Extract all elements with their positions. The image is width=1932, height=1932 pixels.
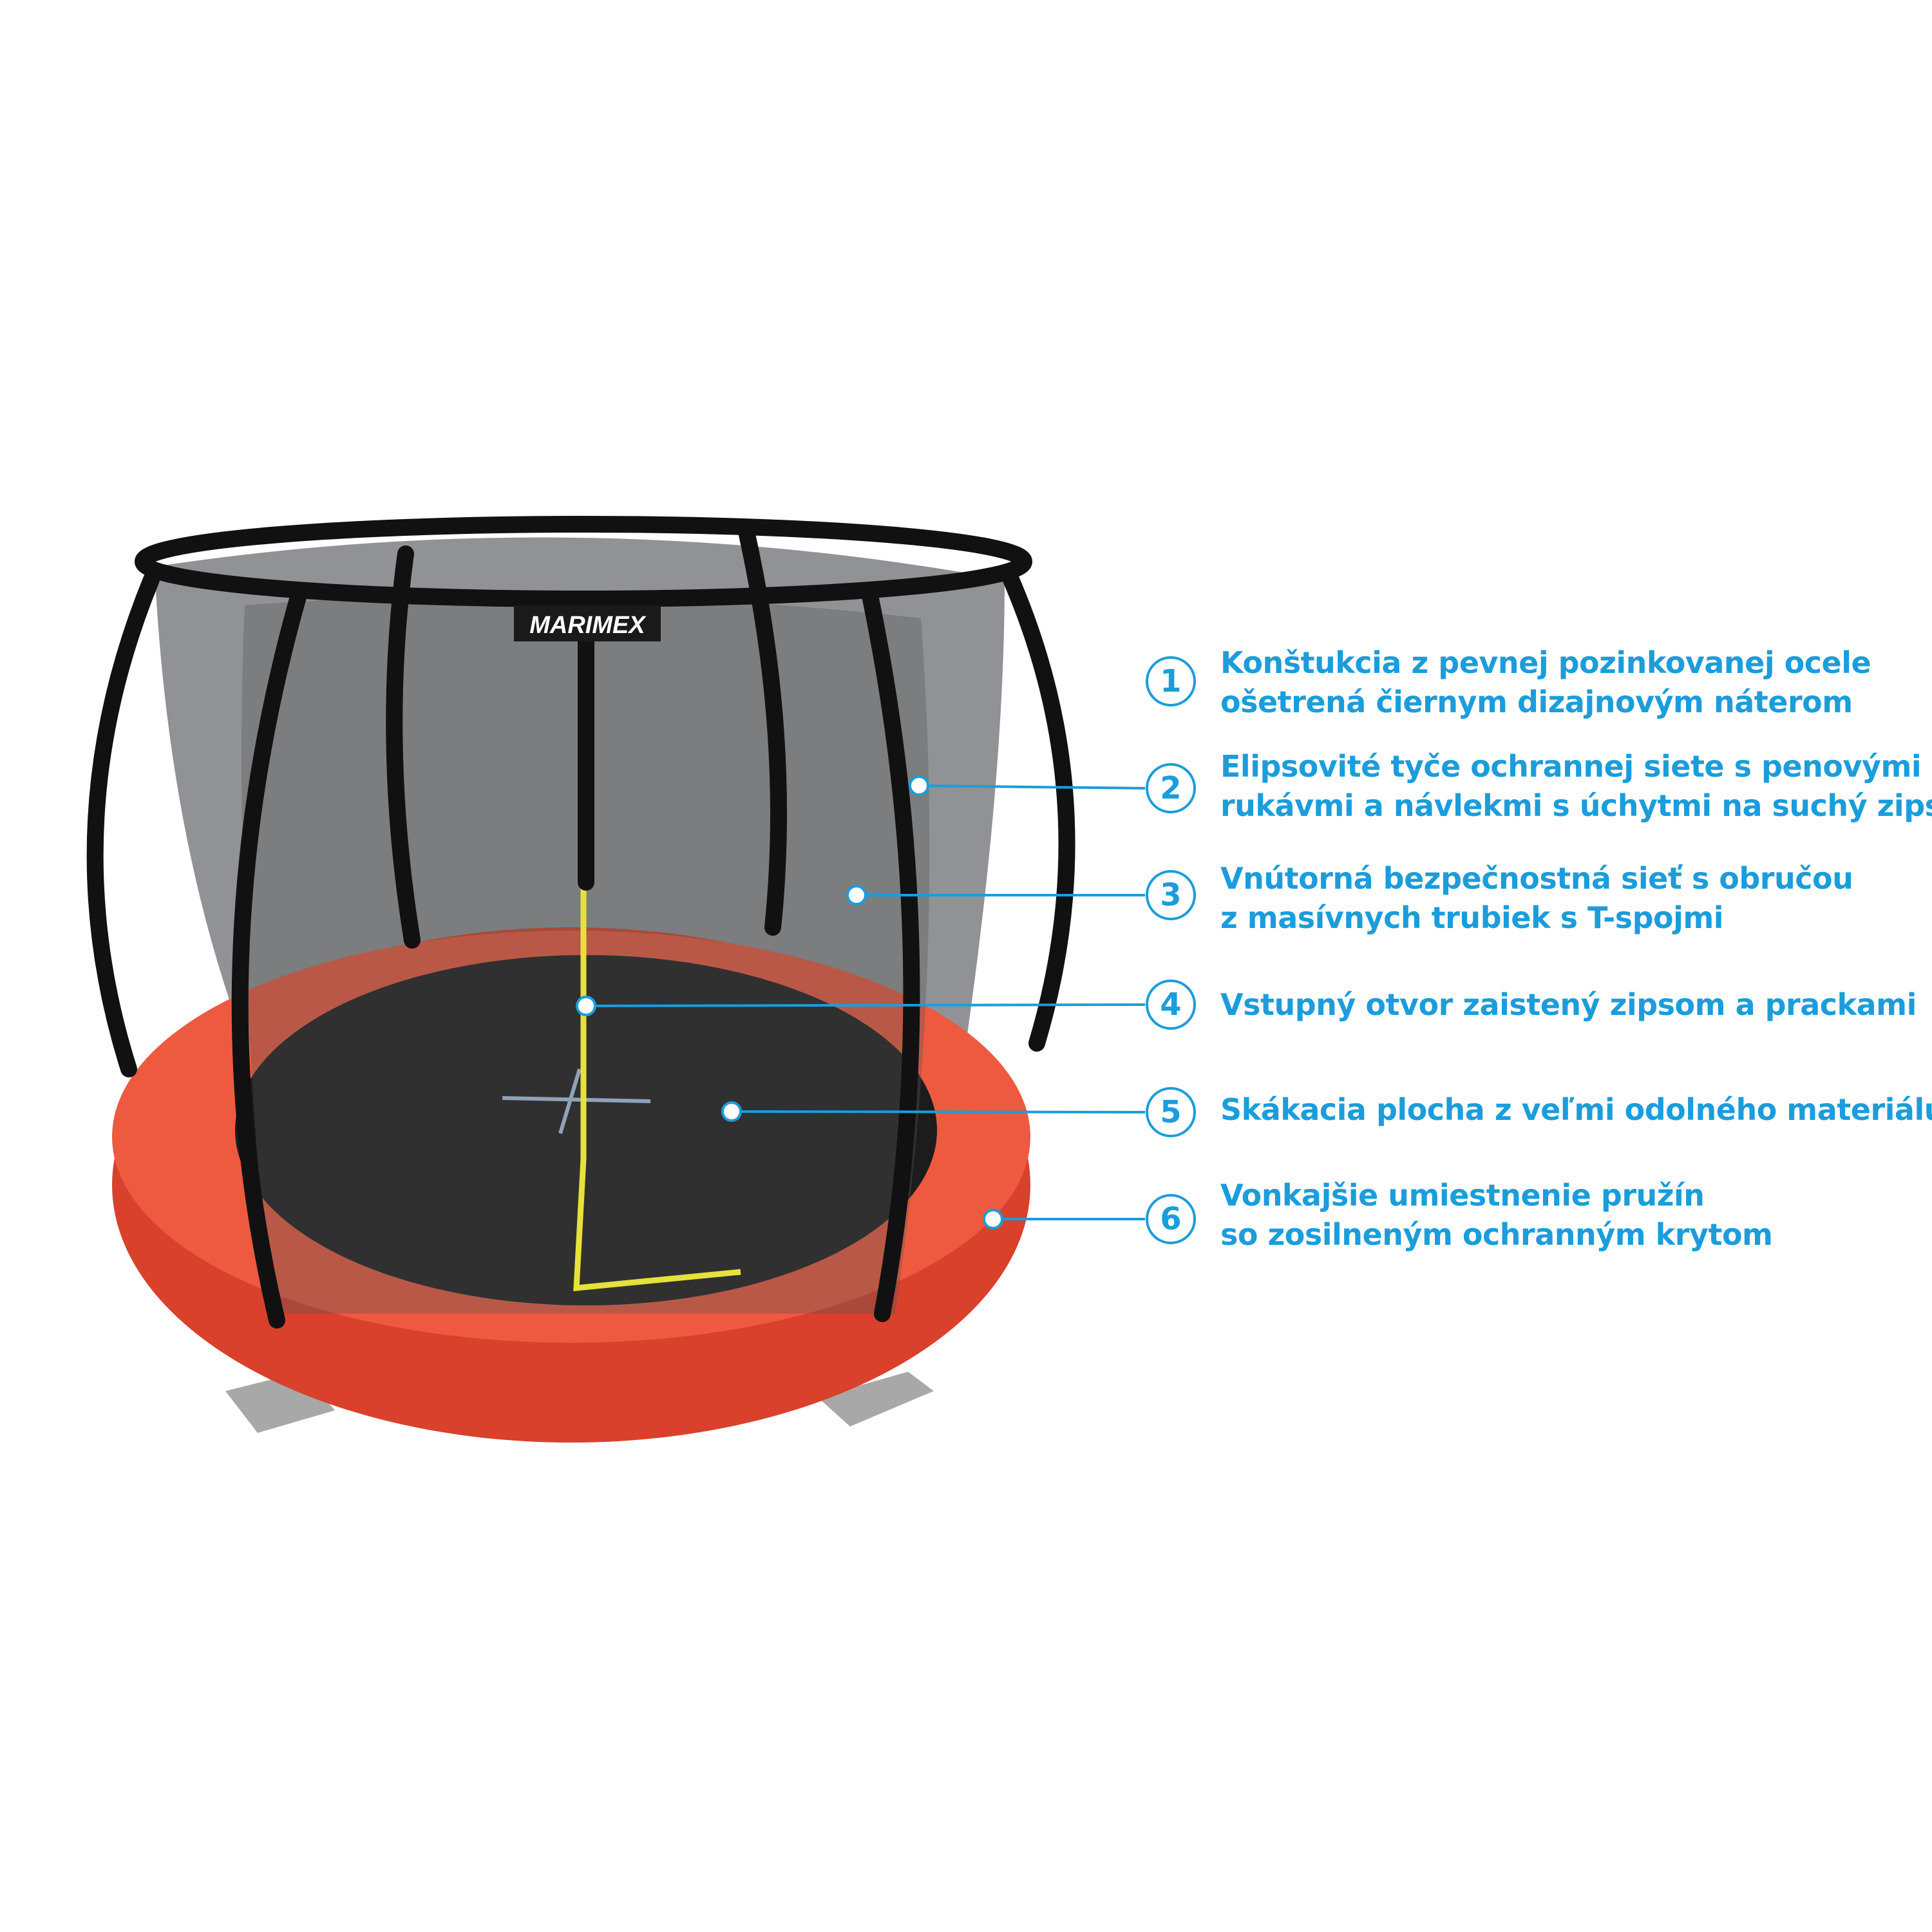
feature-1-line-2: ošetrená čiernym dizajnovým náterom <box>1220 685 1853 719</box>
feature-label-1: Konštukcia z pevnej pozinkovanej ocele o… <box>1220 643 1871 722</box>
feature-6-line-2: so zosilneným ochranným krytom <box>1220 1217 1773 1252</box>
feature-number-3: 3 <box>1146 870 1196 920</box>
feature-label-4: Vstupný otvor zaistený zipsom a prackami <box>1220 985 1917 1025</box>
feature-2-line-2: rukávmi a návlekmi s úchytmi na suchý zi… <box>1220 788 1932 823</box>
feature-number-1: 1 <box>1146 656 1196 706</box>
brand-logo-plate <box>514 605 661 641</box>
mat-cross-h <box>502 1096 651 1103</box>
feature-label-3: Vnútorná bezpečnostná sieť s obručou z m… <box>1220 859 1853 938</box>
feature-1-line-1: Konštukcia z pevnej pozinkovanej ocele <box>1220 645 1871 680</box>
feature-3-line-2: z masívnych trubiek s T-spojmi <box>1220 900 1724 935</box>
callout-leaders <box>576 775 1146 1229</box>
entrance-zipper <box>573 882 741 1291</box>
callout-dot-3 <box>846 885 867 905</box>
feature-number-5: 5 <box>1146 1087 1196 1137</box>
feature-3-line-1: Vnútorná bezpečnostná sieť s obručou <box>1220 861 1853 896</box>
feature-label-2: Elipsovité tyče ochrannej siete s penový… <box>1220 747 1932 826</box>
feature-2-line-1: Elipsovité tyče ochrannej siete s penový… <box>1220 749 1922 784</box>
mat-cross-v <box>558 1068 582 1134</box>
feature-label-6: Vonkajšie umiestnenie pružín so zosilnen… <box>1220 1176 1773 1255</box>
top-ring <box>135 516 1032 607</box>
callout-dot-5 <box>721 1101 742 1122</box>
feature-number-4: 4 <box>1146 980 1196 1030</box>
feature-6-line-1: Vonkajšie umiestnenie pružín <box>1220 1178 1705 1213</box>
callout-dot-2 <box>909 775 929 796</box>
feature-number-6: 6 <box>1146 1194 1196 1244</box>
brand-logo: MARIMEX <box>529 612 647 639</box>
callout-dot-4 <box>576 996 596 1016</box>
leg-foot-right <box>818 1372 934 1426</box>
feature-5-line-1: Skákacia plocha z veľmi odolného materiá… <box>1220 1092 1932 1127</box>
callout-dot-6 <box>983 1209 1003 1229</box>
feature-label-5: Skákacia plocha z veľmi odolného materiá… <box>1220 1090 1932 1130</box>
feature-4-line-1: Vstupný otvor zaistený zipsom a prackami <box>1220 987 1917 1022</box>
feature-number-2: 2 <box>1146 763 1196 813</box>
net-poles <box>86 526 1075 1329</box>
